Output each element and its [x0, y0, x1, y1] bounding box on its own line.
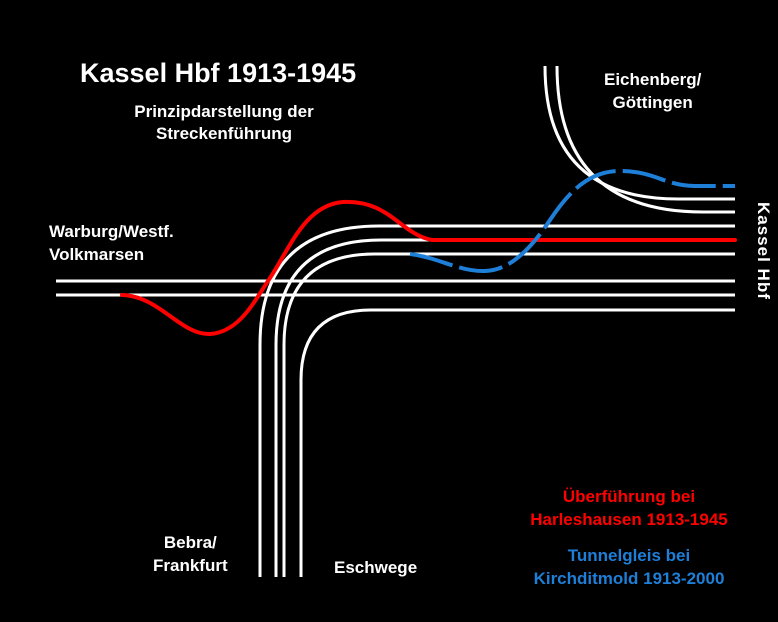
legend-tunnel-line-1: Tunnelgleis bei — [567, 546, 691, 565]
eichenberg-line-2: Göttingen — [612, 93, 693, 112]
legend-overpass-line-1: Überführung bei — [562, 487, 696, 506]
bebra-line-1: Bebra/ — [163, 533, 217, 552]
eichenberg-track-1 — [543, 65, 735, 201]
subtitle-line-2: Streckenführung — [155, 124, 293, 143]
label-kassel-hbf: Kassel Hbf — [754, 202, 773, 300]
overpass-line — [120, 199, 737, 337]
bebra-track-3 — [282, 252, 735, 577]
bebra-track-2 — [274, 238, 735, 577]
eichenberg-line-1: Eichenberg/ — [604, 70, 702, 89]
legend-overpass: Überführung bei Harleshausen 1913-1945 — [508, 485, 750, 531]
label-eichenberg: Eichenberg/ Göttingen — [604, 68, 701, 114]
south-curved-tracks — [258, 224, 735, 577]
eschwege-track — [299, 308, 735, 577]
legend-tunnel-line-2: Kirchditmold 1913-2000 — [533, 569, 725, 588]
tunnel-line — [409, 168, 735, 274]
label-warburg: Warburg/Westf. Volkmarsen — [49, 220, 174, 266]
legend-overpass-line-2: Harleshausen 1913-1945 — [530, 510, 728, 529]
bebra-line-2: Frankfurt — [153, 556, 228, 575]
page-title: Kassel Hbf 1913-1945 — [80, 58, 357, 88]
warburg-line-2: Volkmarsen — [49, 245, 145, 264]
eichenberg-track-2 — [555, 65, 735, 214]
label-eschwege: Eschwege — [334, 558, 418, 577]
warburg-line-1: Warburg/Westf. — [49, 222, 174, 241]
subtitle-line-1: Prinzipdarstellung der — [134, 102, 314, 121]
subtitle: Prinzipdarstellung der Streckenführung — [124, 101, 324, 145]
label-bebra: Bebra/ Frankfurt — [153, 531, 228, 577]
bebra-track-1 — [258, 224, 735, 577]
main-tracks — [56, 279, 735, 297]
legend-tunnel: Tunnelgleis bei Kirchditmold 1913-2000 — [508, 544, 750, 590]
north-curved-tracks — [543, 65, 735, 214]
